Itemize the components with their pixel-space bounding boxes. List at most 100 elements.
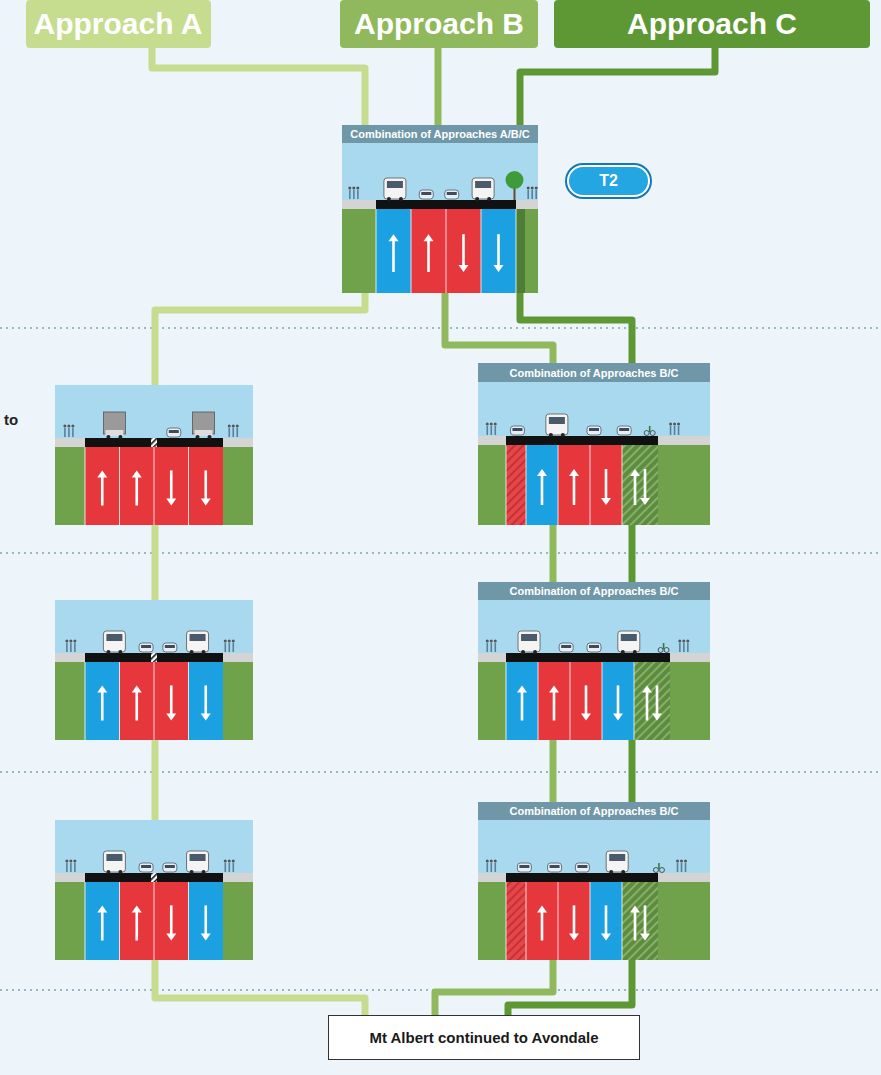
person-icon <box>490 643 492 652</box>
lane <box>538 662 570 740</box>
person-icon <box>349 190 351 199</box>
lane-arrow <box>644 469 647 499</box>
lane <box>411 209 446 293</box>
person-icon <box>228 428 230 437</box>
lane-arrow <box>170 685 173 714</box>
footpath <box>342 200 538 209</box>
person-icon <box>681 863 683 872</box>
bus-icon <box>384 178 406 199</box>
wheel <box>106 870 110 874</box>
footpath <box>478 653 710 662</box>
lane-arrowhead <box>132 470 142 477</box>
person-icon <box>670 426 672 435</box>
person-icon <box>535 187 538 190</box>
person-icon <box>224 640 227 643</box>
person-icon <box>677 863 679 872</box>
lane-arrowhead <box>601 934 611 941</box>
lane-divider <box>119 662 120 740</box>
person-icon <box>232 428 234 437</box>
car-window <box>165 645 175 648</box>
car-window <box>589 645 599 648</box>
person-icon <box>65 640 68 643</box>
car-icon <box>163 643 177 652</box>
wheel <box>521 650 525 654</box>
car-icon <box>617 426 631 435</box>
car-icon <box>587 426 601 435</box>
lane <box>120 447 155 525</box>
lane <box>558 882 590 960</box>
person-icon <box>232 640 235 643</box>
footpath <box>478 873 710 882</box>
row-divider <box>0 327 881 328</box>
row-divider <box>0 552 881 553</box>
car-window <box>165 865 175 868</box>
bus-icon <box>518 631 540 652</box>
verge <box>478 436 710 525</box>
car-icon <box>163 863 177 872</box>
person-icon <box>65 860 68 863</box>
person-icon <box>228 643 230 652</box>
row-divider <box>0 771 881 772</box>
person-icon <box>679 643 681 652</box>
lane-arrowhead <box>640 934 650 941</box>
lane <box>570 662 602 740</box>
person-icon <box>353 190 355 199</box>
bus-icon <box>187 631 209 652</box>
person-icon <box>73 860 76 863</box>
car-window <box>512 428 522 431</box>
bus-window <box>549 417 565 424</box>
bus-icon <box>546 414 568 435</box>
lane-divider <box>188 662 189 740</box>
car-window <box>550 865 560 868</box>
wheel <box>621 650 625 654</box>
lane-arrowhead <box>132 905 142 912</box>
car-icon <box>419 190 433 199</box>
person-icon <box>224 860 227 863</box>
person-icon <box>224 863 226 872</box>
lane <box>85 882 120 960</box>
lane <box>526 445 558 525</box>
lane-arrow <box>646 691 649 720</box>
person-icon <box>494 426 496 435</box>
approach-header: Approach B <box>340 0 538 48</box>
lane-arrowhead <box>630 469 640 476</box>
lane-arrowhead <box>166 499 176 506</box>
lane-divider <box>154 447 155 525</box>
verge <box>342 200 538 293</box>
wheel <box>621 870 625 874</box>
footpath <box>55 873 253 882</box>
bus-window <box>621 634 637 641</box>
car-window <box>141 645 151 648</box>
verge <box>55 438 253 525</box>
lane-arrow <box>573 475 576 505</box>
header-text: Approach C <box>627 7 797 41</box>
lane <box>154 447 189 525</box>
person-icon <box>67 425 70 428</box>
lane-arrow <box>644 905 647 934</box>
lane-divider <box>481 209 482 293</box>
road-surface <box>85 438 223 447</box>
lane-divider <box>188 447 189 525</box>
lane-arrowhead <box>201 934 211 941</box>
lane-divider <box>622 445 623 525</box>
lane-arrowhead <box>494 265 504 272</box>
lane <box>154 662 189 740</box>
person-icon <box>490 863 492 872</box>
bike-icon <box>658 863 660 869</box>
tree-icon <box>505 171 523 189</box>
lane <box>189 662 224 740</box>
wheel <box>609 870 613 874</box>
person-icon <box>684 860 687 863</box>
panel-title: Combination of Approaches B/C <box>510 367 679 379</box>
lane-arrowhead <box>97 470 107 477</box>
bike-icon <box>664 648 669 653</box>
lane-divider <box>85 882 86 960</box>
route-line <box>629 525 636 582</box>
road-surface <box>506 873 658 882</box>
sky <box>55 820 253 873</box>
person-icon <box>682 640 685 643</box>
person-icon <box>678 426 680 435</box>
lane-arrow <box>170 470 173 499</box>
person-icon <box>228 860 231 863</box>
person-icon <box>356 187 359 190</box>
